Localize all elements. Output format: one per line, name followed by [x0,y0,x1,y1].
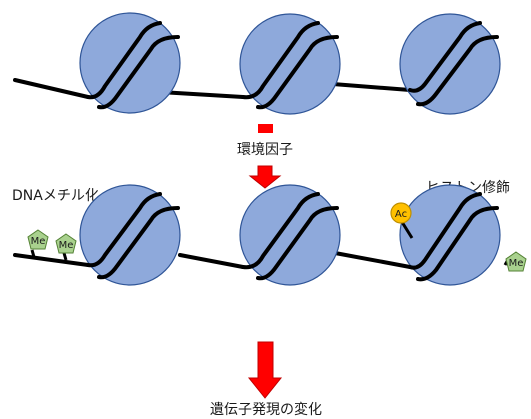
nucleosome [399,184,501,286]
nucleosome [239,184,341,286]
nucleosome [79,12,181,114]
down-arrow-2 [247,341,283,399]
svg-text:Ac: Ac [395,209,407,220]
linker-dna-bottom [13,251,412,269]
methyl-mark: Me [55,233,77,261]
svg-text:Me: Me [509,258,524,269]
environmental-factor-label: 環境因子 [237,142,293,158]
methyl-mark: Me [27,229,49,258]
svg-text:Me: Me [59,240,74,251]
nucleosome [399,13,501,115]
down-arrow-1 [248,165,282,189]
environmental-factor-marker [258,124,273,133]
nucleosome [239,13,341,115]
linker-dna-top [13,78,412,99]
chromatin-before [13,12,501,115]
chromatin-after: Me Me Me Ac [13,184,527,286]
gene-expression-change-label: 遺伝子発現の変化 [210,401,322,418]
svg-text:Me: Me [31,236,46,247]
acetyl-mark: Ac [390,202,414,239]
dna-methylation-label: DNAメチル化 [12,188,99,204]
methyl-mark: Me [503,251,527,272]
nucleosome [79,184,181,286]
